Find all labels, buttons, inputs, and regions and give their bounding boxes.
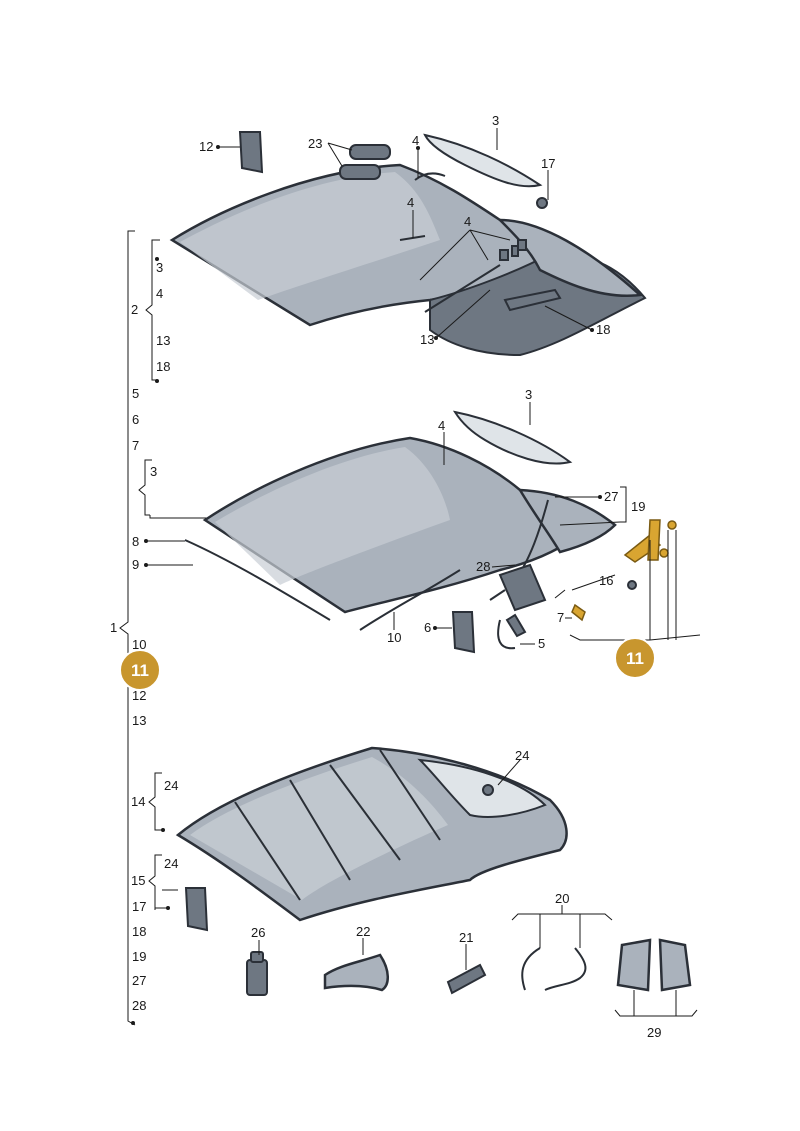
- callout-top-17: 17: [541, 156, 555, 171]
- callout-mid-4: 4: [438, 418, 445, 433]
- list-item-19: 19: [132, 949, 146, 964]
- group-2-bracket: [145, 239, 160, 381]
- group-2-sub-4: 18: [156, 359, 170, 374]
- list-item-6: 6: [132, 412, 139, 427]
- callout-mid-7: 7: [557, 610, 564, 625]
- list-item-27: 27: [132, 973, 146, 988]
- callout-top-23: 23: [308, 136, 322, 151]
- callout-top-13: 13: [420, 332, 434, 347]
- callout-top-3: 3: [492, 113, 499, 128]
- callout-mid-10: 10: [387, 630, 401, 645]
- list-item-28: 28: [132, 998, 146, 1013]
- callout-bottom-22: 22: [356, 924, 370, 939]
- highlight-label-left: 11: [131, 661, 149, 680]
- list-item-5: 5: [132, 386, 139, 401]
- group-14-label: 14: [131, 794, 145, 809]
- callout-bottom-26: 26: [251, 925, 265, 940]
- callout-mid-6: 6: [424, 620, 431, 635]
- callout-bottom-20: 20: [555, 891, 569, 906]
- callout-mid-27: 27: [604, 489, 618, 504]
- list-item-10: 10: [132, 637, 146, 652]
- list-main-bracket: [119, 230, 136, 1026]
- callout-top-18: 18: [596, 322, 610, 337]
- list-item-8: 8: [132, 534, 139, 549]
- bottom-parts: [246, 938, 692, 996]
- group-14-sub-1: 24: [164, 778, 178, 793]
- soft-top-cover: [175, 746, 568, 932]
- highlight-label-right: 11: [626, 649, 644, 668]
- list-item-7: 7: [132, 438, 139, 453]
- top-roof-assembly: [169, 131, 647, 357]
- group-3-bracket: [138, 459, 152, 516]
- list-item-12: 12: [132, 688, 146, 703]
- list-item-13: 13: [132, 713, 146, 728]
- middle-roof-assembly: [184, 410, 677, 654]
- list-root-label: 1: [110, 620, 117, 635]
- list-item-9: 9: [132, 557, 139, 572]
- callout-bottom-24: 24: [515, 748, 529, 763]
- highlight-badge-right[interactable]: [614, 637, 656, 679]
- highlight-part-2: [647, 519, 661, 561]
- group-14-bracket: [148, 772, 162, 831]
- callout-bottom-21: 21: [459, 930, 473, 945]
- group-15-bracket: [148, 854, 162, 910]
- group-2-sub-3: 13: [156, 333, 170, 348]
- callout-mid-16: 16: [599, 573, 613, 588]
- callout-top-4a: 4: [412, 133, 419, 148]
- callout-top-4c: 4: [464, 214, 471, 229]
- callout-top-12: 12: [199, 139, 213, 154]
- group-2-sub-1: 3: [156, 260, 163, 275]
- group-15-label: 15: [131, 873, 145, 888]
- callout-mid-3: 3: [525, 387, 532, 402]
- group-2-sub-2: 4: [156, 286, 163, 301]
- group-3-sub-1: 3: [150, 464, 157, 479]
- callout-mid-19: 19: [631, 499, 645, 514]
- list-item-17: 17: [132, 899, 146, 914]
- callout-mid-5: 5: [538, 636, 545, 651]
- callout-mid-28: 28: [476, 559, 490, 574]
- list-item-18: 18: [132, 924, 146, 939]
- callout-bottom-29: 29: [647, 1025, 661, 1040]
- group-2-label: 2: [131, 302, 138, 317]
- group-15-sub-1: 24: [164, 856, 178, 871]
- highlight-badge-left[interactable]: [119, 649, 161, 691]
- callout-top-4b: 4: [407, 195, 414, 210]
